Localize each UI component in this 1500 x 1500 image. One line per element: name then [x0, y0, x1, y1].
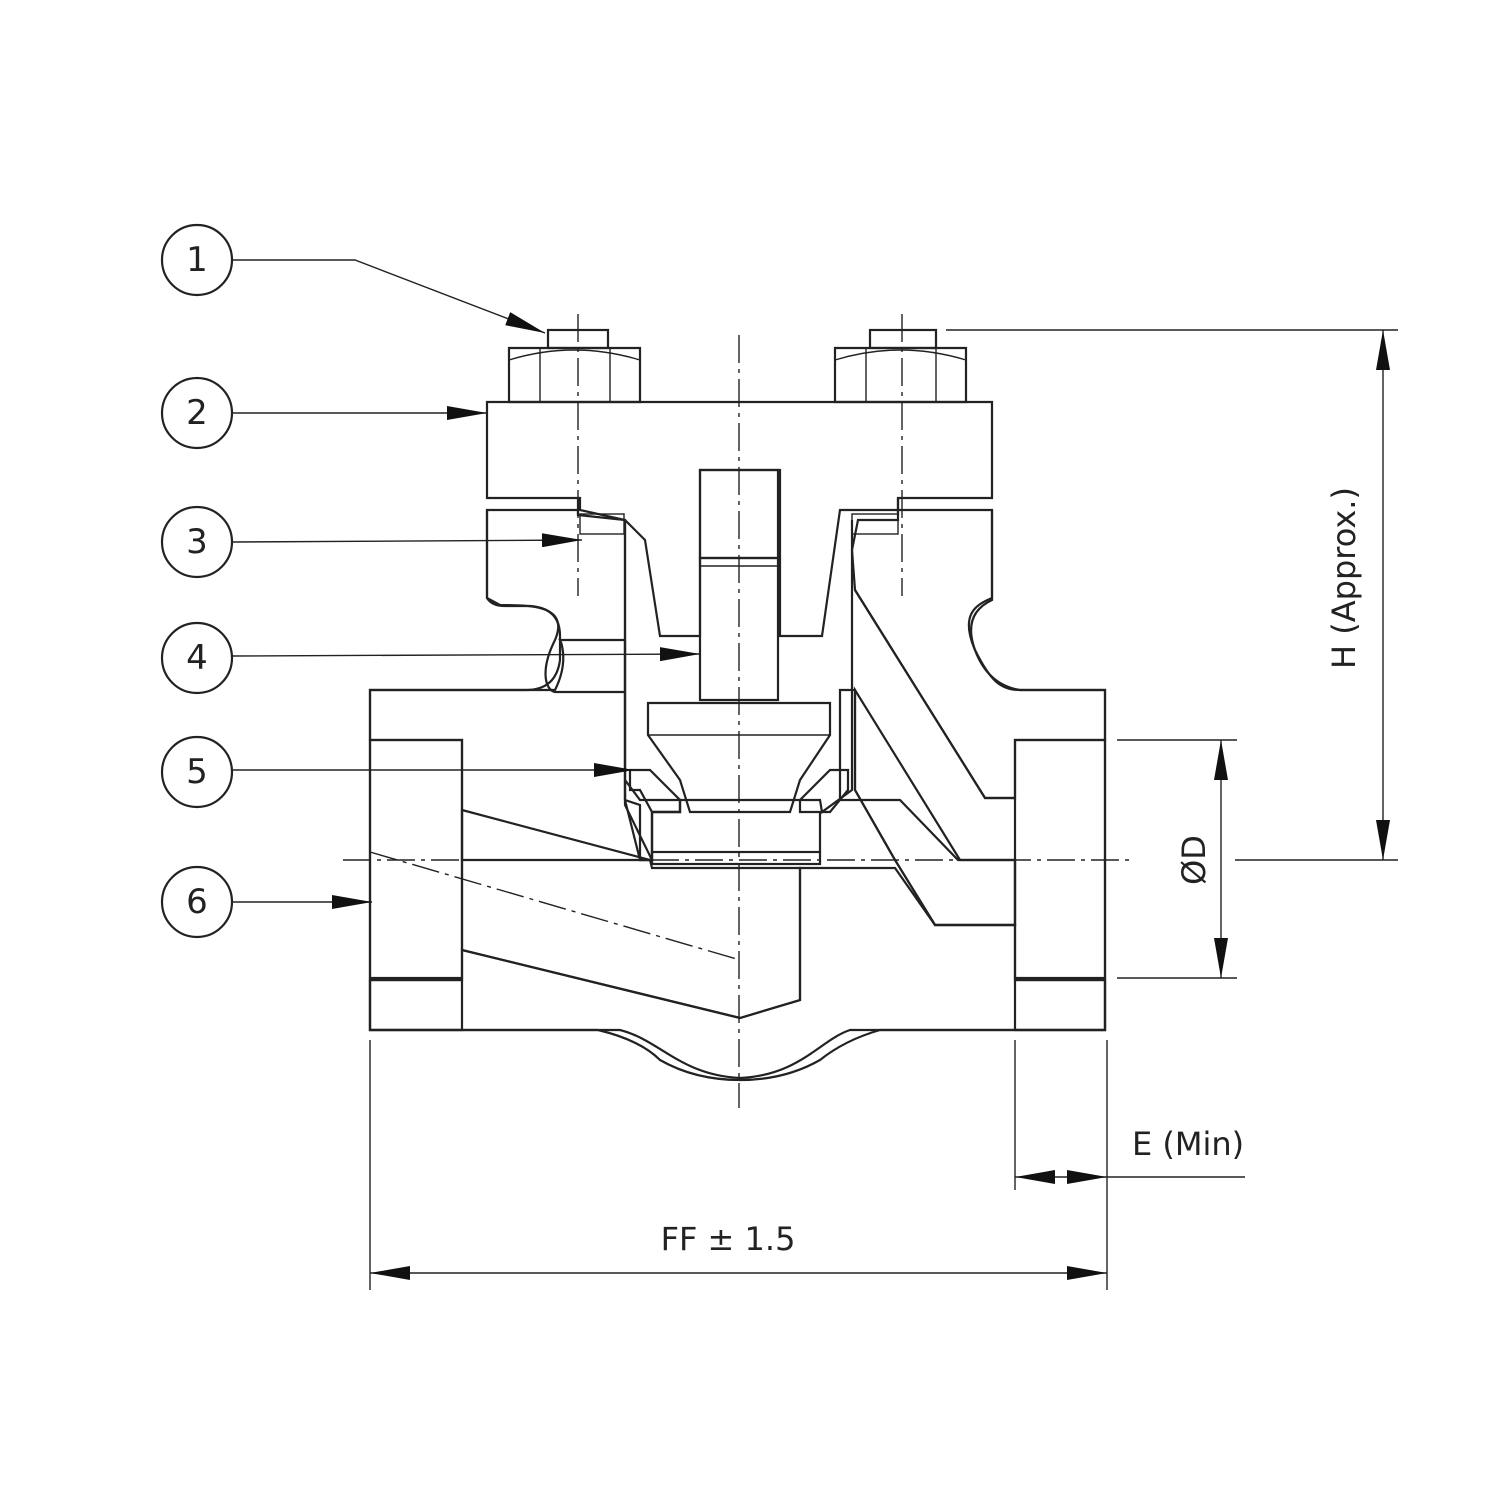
- nut-right: [833, 328, 968, 404]
- callout-5: 5: [160, 735, 634, 809]
- dimension-socket-depth: E (Min): [1014, 1040, 1245, 1290]
- callout-number: 5: [186, 752, 208, 792]
- callout-3: 3: [160, 505, 583, 579]
- socket-depth-label: E (Min): [1132, 1125, 1244, 1163]
- dimension-diameter: ØD: [1117, 739, 1237, 979]
- dimension-face-to-face: FF ± 1.5: [369, 1040, 1107, 1290]
- callout-number: 4: [186, 638, 208, 678]
- callout-number: 2: [186, 393, 208, 433]
- callout-6: 6: [160, 865, 372, 939]
- callout-number: 1: [186, 240, 208, 280]
- face-to-face-label: FF ± 1.5: [661, 1220, 796, 1258]
- callout-1: 1: [160, 223, 546, 334]
- nut-left: [507, 328, 642, 404]
- seat-ring: [628, 768, 850, 866]
- dimension-height: H (Approx.): [946, 329, 1398, 861]
- callout-4: 4: [160, 621, 701, 695]
- callout-number: 3: [186, 522, 208, 562]
- valve-body: [368, 508, 1107, 1082]
- callout-number: 6: [186, 882, 208, 922]
- center-lines: [343, 314, 1135, 1108]
- diameter-label: ØD: [1175, 835, 1213, 885]
- height-label: H (Approx.): [1325, 487, 1363, 669]
- callout-2: 2: [160, 376, 487, 450]
